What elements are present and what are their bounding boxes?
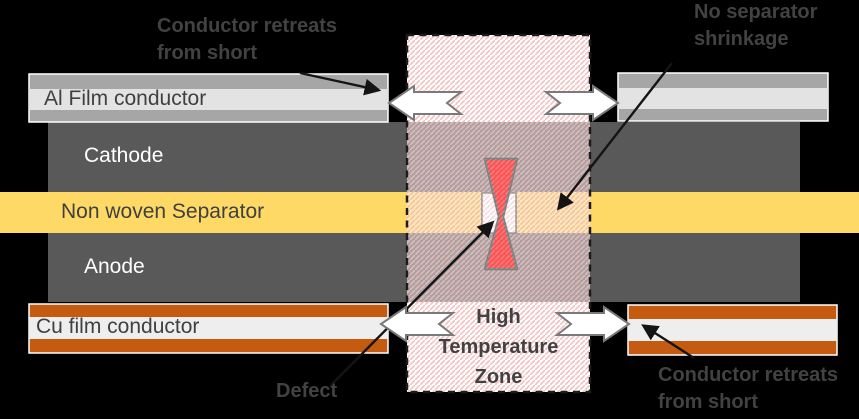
al-film-conductor-label: Al Film conductor: [44, 87, 207, 110]
annotation-high-temperature-zone: High Temperature Zone: [407, 302, 590, 392]
high-temperature-zone-border: [405, 33, 592, 394]
annotation-line: No separator: [694, 1, 818, 23]
cu-film-conductor-right-core: [628, 319, 837, 341]
separator-label: Non woven Separator: [61, 200, 265, 223]
cu-film-conductor-left-core: [29, 317, 388, 339]
annotation-line: from short: [658, 391, 758, 413]
annotation-conductor-retreats-top: Conductor retreats from short: [157, 13, 337, 67]
annotation-arrow-no-separator-shrinkage: [556, 62, 673, 211]
annotation-line: Conductor retreats: [157, 15, 338, 37]
retreat-arrow-top-left: [387, 84, 464, 122]
annotation-line: Zone: [474, 366, 523, 388]
annotation-arrow-conductor-retreats-bottom: [641, 324, 695, 360]
retreat-arrow-top-right: [543, 84, 620, 122]
annotation-arrow-conductor-retreats-top: [299, 71, 382, 96]
annotation-conductor-retreats-bottom: Conductor retreats from short: [658, 362, 838, 416]
annotation-line: from short: [157, 42, 257, 64]
annotation-no-separator-shrinkage: No separator shrinkage: [694, 0, 817, 53]
al-film-conductor-left-core: [29, 89, 388, 110]
annotation-line: shrinkage: [694, 28, 789, 50]
annotation-line: Conductor retreats: [658, 364, 839, 386]
annotation-defect: Defect: [276, 380, 338, 402]
retreat-arrow-bottom-right: [554, 305, 631, 343]
al-film-conductor-right-core: [618, 88, 828, 109]
defect-shape-hatch: [485, 159, 517, 269]
cathode-label: Cathode: [84, 144, 164, 167]
annotation-line: Temperature: [438, 336, 559, 358]
anode-label: Anode: [84, 255, 145, 278]
annotation-line: High: [476, 306, 521, 328]
cu-film-conductor-label: Cu film conductor: [36, 315, 200, 338]
annotation-arrow-defect: [329, 220, 495, 387]
retreat-arrow-bottom-left: [379, 305, 456, 343]
